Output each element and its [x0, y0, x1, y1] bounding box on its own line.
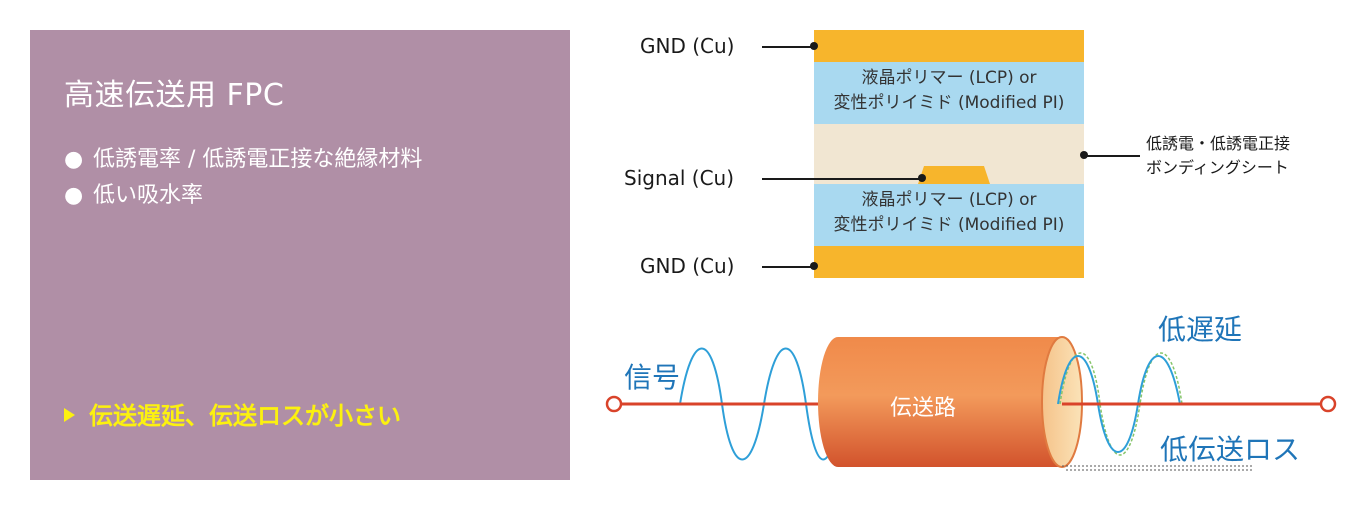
output-wave: [1057, 355, 1181, 453]
leader-line: [762, 266, 814, 268]
leader-line: [762, 46, 814, 48]
triangle-right-icon: [64, 408, 75, 422]
output-wave-reference: [1059, 352, 1183, 456]
info-panel: 高速伝送用 FPC ● 低誘電率 / 低誘電正接な絶縁材料 ● 低い吸水率 伝送…: [30, 30, 570, 480]
dielectric-line-1: 液晶ポリマー (LCP) or: [861, 190, 1037, 210]
benefit-text: 伝送遅延、伝送ロスが小さい: [89, 402, 401, 430]
panel-title: 高速伝送用 FPC: [64, 78, 285, 113]
bullet-icon: ●: [64, 183, 84, 208]
gnd-top-layer: [814, 30, 1084, 62]
bonding-line-1: 低誘電・低誘電正接: [1146, 134, 1291, 153]
feature-item: ● 低誘電率 / 低誘電正接な絶縁材料: [64, 142, 422, 178]
leader-line: [762, 178, 922, 180]
dielectric-line-1: 液晶ポリマー (LCP) or: [861, 68, 1037, 88]
lower-dielectric-layer: [814, 184, 1084, 246]
benefit-callout: 伝送遅延、伝送ロスが小さい: [64, 396, 401, 431]
bonding-line-2: ボンディングシート: [1146, 158, 1289, 177]
dielectric-line-2: 変性ポリイミド (Modified PI): [833, 215, 1065, 235]
feature-item: ● 低い吸水率: [64, 178, 422, 214]
cable-body: [818, 337, 1062, 467]
bonding-sheet-label: 低誘電・低誘電正接 ボンディングシート: [1146, 132, 1290, 180]
feature-text: 低い吸水率: [93, 183, 204, 208]
dielectric-line-2: 変性ポリイミド (Modified PI): [833, 93, 1065, 113]
signal-label: Signal (Cu): [624, 166, 735, 190]
cable-label: 伝送路: [890, 396, 957, 421]
leader-dot: [810, 262, 818, 270]
low-loss-label: 低伝送ロス: [1160, 433, 1301, 466]
gnd-bottom-label: GND (Cu): [640, 254, 735, 278]
input-signal-label: 信号: [624, 361, 681, 394]
feature-list: ● 低誘電率 / 低誘電正接な絶縁材料 ● 低い吸水率: [64, 142, 422, 214]
gnd-top-label: GND (Cu): [640, 34, 735, 58]
leader-line: [1084, 155, 1140, 157]
gnd-bottom-layer: [814, 246, 1084, 278]
leader-dot: [918, 174, 926, 182]
leader-dot: [810, 42, 818, 50]
feature-text: 低誘電率 / 低誘電正接な絶縁材料: [93, 147, 423, 172]
output-terminal: [1319, 395, 1337, 413]
input-terminal: [605, 395, 623, 413]
upper-dielectric-layer: [814, 62, 1084, 124]
cable-end-face: [1041, 336, 1083, 468]
lower-dielectric-label: 液晶ポリマー (LCP) or 変性ポリイミド (Modified PI): [814, 188, 1084, 238]
bullet-icon: ●: [64, 147, 84, 172]
upper-dielectric-label: 液晶ポリマー (LCP) or 変性ポリイミド (Modified PI): [814, 66, 1084, 116]
low-delay-label: 低遅延: [1158, 313, 1243, 346]
signal-trace: [918, 166, 990, 184]
